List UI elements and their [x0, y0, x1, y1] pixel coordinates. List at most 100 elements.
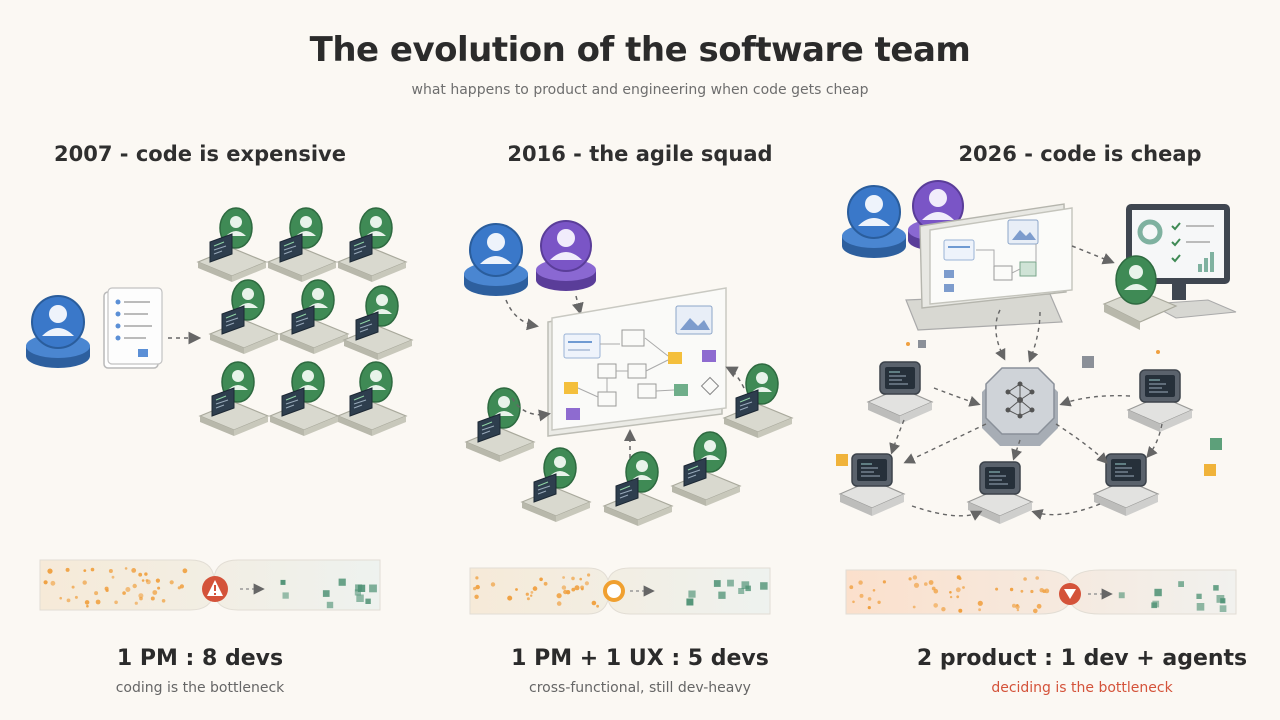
funnel-down-icon [1059, 583, 1081, 605]
output-square [1213, 585, 1219, 591]
cube-icon [1204, 464, 1216, 476]
idea-dot [933, 603, 938, 608]
dev-icon [197, 207, 267, 283]
idea-dot [47, 568, 53, 574]
idea-dot [584, 581, 590, 586]
idea-dot [530, 591, 534, 594]
idea-dot [1039, 588, 1044, 593]
idea-dot [94, 591, 99, 596]
dev-icon [269, 361, 339, 437]
idea-dot [579, 577, 582, 581]
idea-dot [949, 591, 952, 594]
dev-icon [209, 279, 279, 355]
idea-dot [83, 569, 87, 572]
idea-dot [161, 599, 166, 603]
output-squares [686, 579, 768, 606]
idea-dot [144, 572, 148, 576]
idea-dot [74, 595, 78, 599]
idea-dot [82, 580, 87, 585]
dev-icon [603, 451, 673, 527]
idea-dot [956, 595, 960, 599]
idea-dot [131, 568, 137, 573]
output-square [713, 580, 721, 587]
era-2016-scene [463, 220, 793, 527]
era-2026-caption: deciding is the bottleneck [991, 680, 1173, 696]
dev-icon [337, 207, 407, 283]
agent-terminal-icon [967, 461, 1033, 525]
idea-dot [912, 575, 918, 580]
idea-dot [138, 593, 144, 599]
ux-avatar-icon [535, 220, 597, 292]
output-square [1219, 605, 1227, 612]
era-2016-heading: 2016 - the agile squad [507, 142, 773, 166]
spec-board-icon [905, 203, 1073, 331]
idea-dot [1035, 576, 1039, 580]
era-2007-ratio: 1 PM : 8 devs [116, 646, 284, 671]
idea-dot [526, 597, 530, 601]
era-2026-ratio: 2 product : 1 dev + agents [916, 646, 1248, 671]
idea-dot [138, 572, 143, 577]
idea-dot [561, 585, 567, 590]
spec-document-icon [103, 287, 163, 369]
era-2007-heading: 2007 - code is expensive [54, 142, 346, 166]
idea-dot [571, 576, 575, 581]
dev-icon [1102, 255, 1178, 330]
idea-dot [86, 604, 89, 608]
idea-dot [525, 592, 529, 596]
cube-icon [1082, 356, 1094, 368]
idea-dot [122, 591, 126, 595]
idea-dot [104, 586, 109, 591]
idea-dot [1036, 603, 1042, 609]
output-square [365, 598, 371, 604]
idea-dot [179, 584, 184, 589]
idea-dot [157, 586, 161, 590]
dev-icon [199, 361, 269, 437]
idea-dot [141, 579, 145, 582]
dev-icon [343, 285, 413, 361]
output-square [718, 591, 726, 599]
idea-dot [124, 567, 128, 570]
idea-dot [150, 596, 155, 601]
dev-icon [279, 279, 349, 355]
idea-dot [43, 580, 48, 585]
idea-dot [978, 608, 981, 612]
era-2026-heading: 2026 - code is cheap [958, 142, 1202, 166]
output-square [688, 590, 696, 598]
idea-dot [1016, 608, 1020, 612]
idea-dot [958, 608, 963, 613]
output-squares [280, 578, 377, 609]
idea-dot [849, 585, 854, 590]
dev-icon [671, 431, 741, 507]
page-title: The evolution of the software team [309, 30, 971, 70]
idea-dots [43, 567, 188, 608]
output-square [745, 585, 751, 592]
idea-dot [1012, 603, 1016, 608]
idea-dot [1015, 604, 1020, 610]
output-square [1196, 603, 1205, 611]
idea-dot [515, 588, 518, 591]
output-square [355, 584, 363, 592]
idea-dot [475, 576, 479, 580]
idea-dot [562, 576, 565, 579]
idea-dot [139, 596, 143, 601]
cube-icon [1210, 438, 1222, 450]
era-2007-caption: coding is the bottleneck [115, 680, 285, 696]
idea-dot [928, 580, 934, 585]
output-square [326, 601, 334, 609]
idea-dot [134, 601, 138, 605]
idea-dot [574, 585, 580, 591]
output-square [1196, 593, 1202, 599]
flow-strip-2016 [469, 567, 771, 615]
output-square [686, 598, 694, 606]
idea-dot [1009, 587, 1014, 592]
output-square [1152, 600, 1160, 608]
idea-dot [995, 587, 999, 591]
idea-dot [913, 582, 920, 588]
idea-dot [1020, 589, 1024, 593]
ring-icon [603, 580, 625, 602]
idea-dot [539, 577, 543, 582]
flow-strip-2026 [845, 569, 1237, 615]
idea-dots [849, 575, 1050, 614]
idea-dot [872, 589, 876, 592]
